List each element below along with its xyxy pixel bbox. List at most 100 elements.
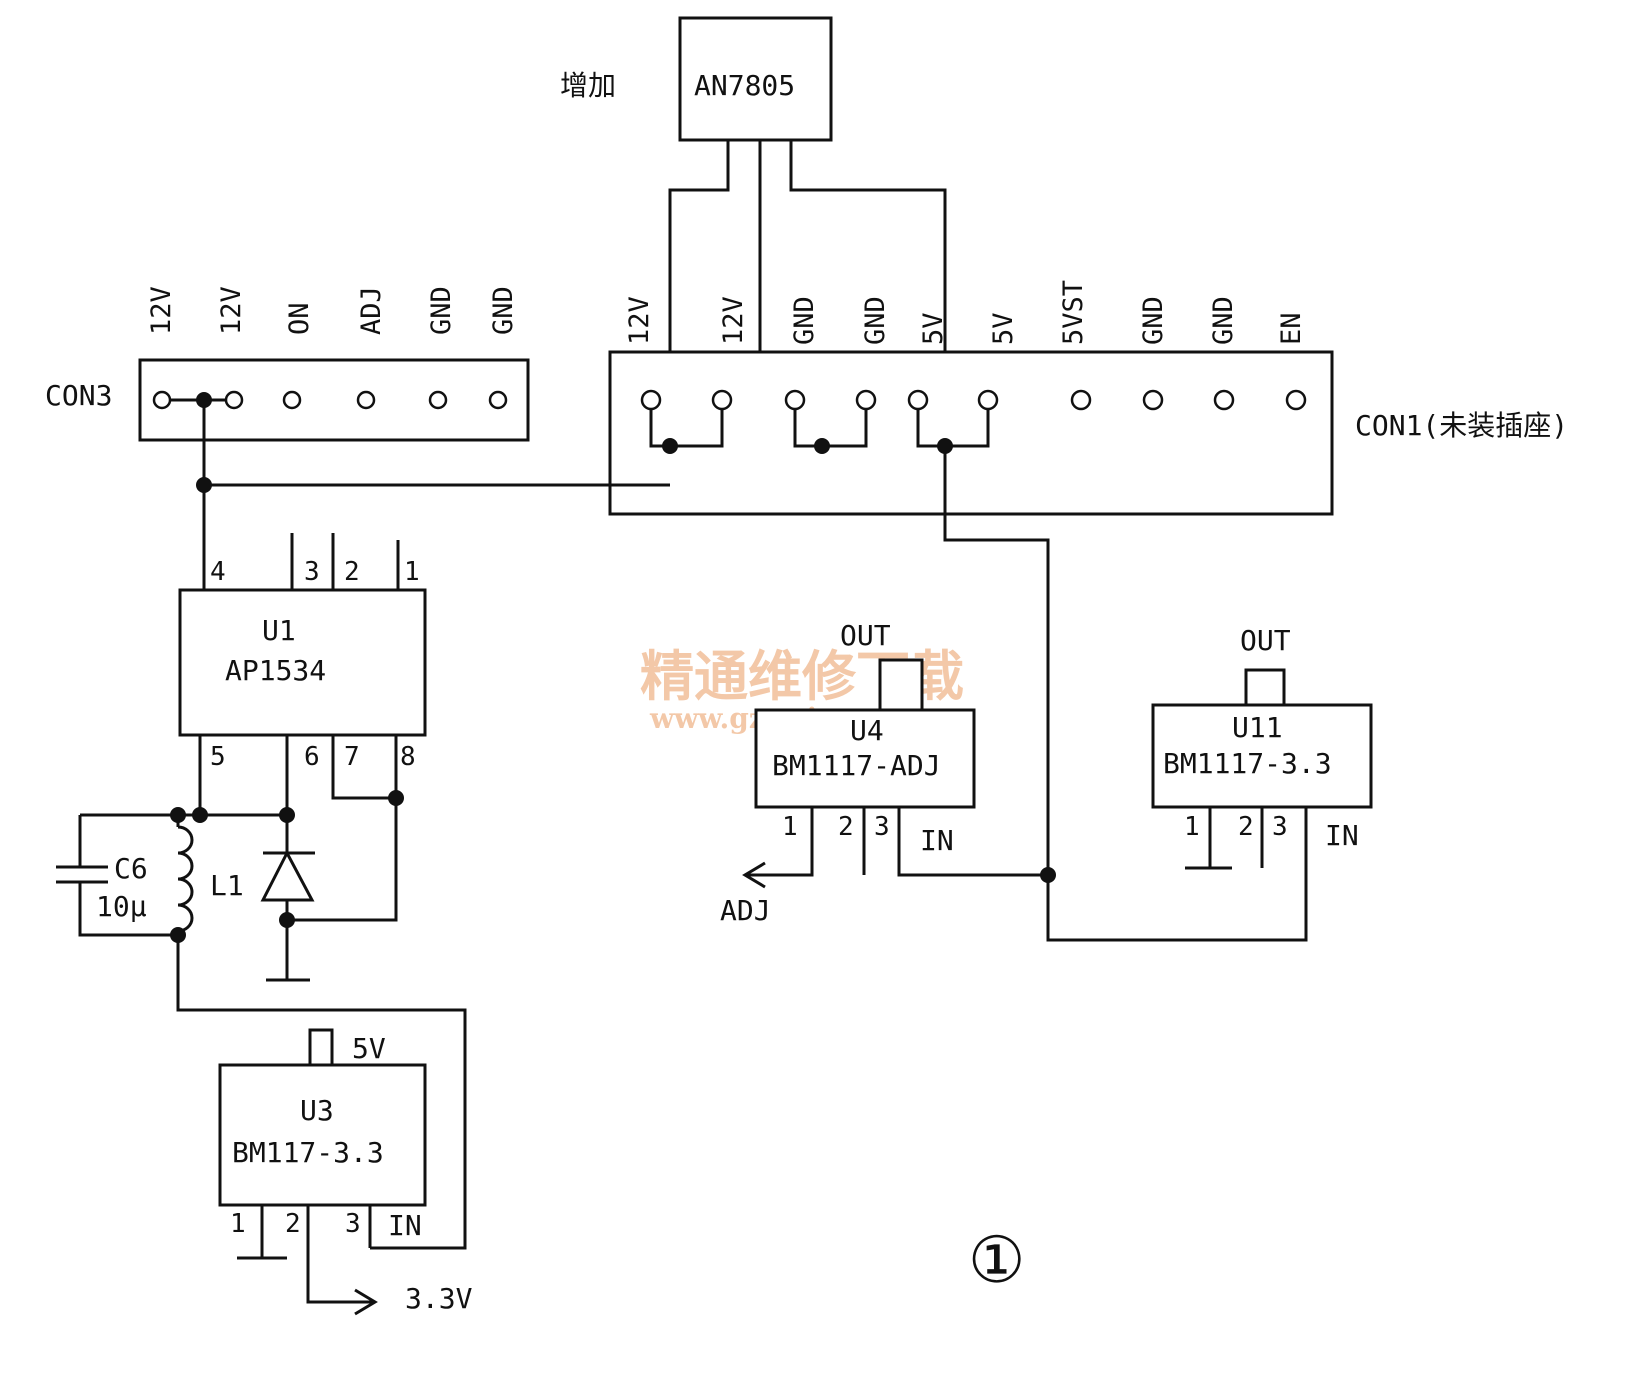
u3-output-arrow — [354, 1288, 378, 1316]
con1-pin — [977, 389, 999, 411]
con3-pin — [152, 390, 172, 410]
u1-ref: U1 — [262, 614, 296, 647]
u1-pin-label: 2 — [344, 557, 360, 587]
con3-pin-label: GND — [426, 286, 457, 335]
u3-top-label: 5V — [352, 1032, 386, 1065]
u11-pin-label: 1 — [1184, 812, 1200, 842]
u3-ref: U3 — [300, 1094, 334, 1127]
con1-junction — [814, 438, 830, 454]
c6-capacitor: C6 10μ — [56, 815, 178, 937]
switch-junction — [192, 807, 208, 823]
u11-tab — [1244, 668, 1286, 707]
con1-pin — [1285, 389, 1307, 411]
con1-pin-label: 5V — [988, 312, 1019, 345]
u3-pin-label: 3 — [345, 1209, 361, 1239]
u1-pin-label: 1 — [404, 557, 420, 587]
u11-in-wire — [1046, 807, 1308, 942]
u3-output-wire — [306, 1205, 375, 1304]
u11-pin-label: 3 — [1272, 812, 1288, 842]
u4-pin-label: 1 — [782, 812, 798, 842]
u1-body — [178, 588, 427, 737]
u1-pin-label: 5 — [210, 742, 226, 772]
u4-out-label: OUT — [840, 619, 891, 652]
u11-body — [1151, 703, 1373, 809]
con1-pin — [784, 389, 806, 411]
u4-body — [754, 708, 976, 809]
con3-pin — [224, 390, 244, 410]
u3-output-label: 3.3V — [405, 1282, 473, 1315]
u1-pin-label: 7 — [344, 742, 360, 772]
u11-pin-label: 2 — [1238, 812, 1254, 842]
u11-out-label: OUT — [1240, 624, 1291, 657]
con1-pin — [1213, 389, 1235, 411]
figure-mark: ① — [968, 1224, 1025, 1298]
u1-part: AP1534 — [225, 654, 326, 687]
con1-pin — [711, 389, 733, 411]
an7805-regulator: 增加 AN7805 — [560, 16, 833, 142]
u1-pin7-wire — [331, 735, 396, 800]
u4-tab — [878, 658, 924, 712]
con1-pin — [1070, 389, 1092, 411]
l1-coil — [177, 825, 194, 933]
con1-junction — [662, 438, 678, 454]
con3-pin-label: ON — [284, 302, 315, 335]
con1-pin-label: EN — [1276, 312, 1307, 345]
u4-in-label: IN — [920, 824, 954, 857]
con1-pin-label: GND — [789, 296, 820, 345]
con1-connector: CON1(未装插座) 12V 12V GND GND 5V 5V 5VST GN… — [608, 280, 1568, 516]
con3-pin-label: 12V — [216, 286, 247, 335]
con1-pin — [1142, 389, 1164, 411]
u11-in-label: IN — [1325, 819, 1359, 852]
con1-pin-label: 12V — [718, 296, 749, 345]
con1-12v-bridge — [649, 400, 724, 448]
con3-pin — [428, 390, 448, 410]
con3-connector: CON3 12V 12V ON ADJ GND GND — [45, 286, 530, 442]
u4-part: BM1117-ADJ — [772, 749, 941, 782]
con1-pin-label: 12V — [624, 296, 655, 345]
u4-pin-label: 2 — [838, 812, 854, 842]
u3-body — [218, 1063, 427, 1207]
u11-ref: U11 — [1232, 711, 1283, 744]
con1-pin — [855, 389, 877, 411]
diode-junction — [279, 912, 295, 928]
diode-body — [260, 849, 315, 902]
schottky-diode — [260, 815, 315, 982]
u1-pin-label: 4 — [210, 557, 226, 587]
an7805-note: 增加 — [560, 69, 616, 102]
u4-adj-wire — [745, 807, 814, 877]
an7805-input-wire — [668, 140, 730, 485]
con1-pin-label: GND — [860, 296, 891, 345]
con1-pin — [640, 389, 662, 411]
con3-label: CON3 — [45, 379, 112, 412]
u1-junction — [388, 790, 404, 806]
con1-gnd-bridge — [793, 400, 868, 448]
an7805-body — [678, 16, 833, 142]
u4-bm1117-adj: OUT U4 BM1117-ADJ 1 2 3 IN ADJ — [720, 619, 1056, 927]
c6-bottom-lead — [78, 882, 178, 937]
u3-pin-label: 2 — [285, 1209, 301, 1239]
con3-pin — [282, 390, 302, 410]
u3-pin-label: 1 — [230, 1209, 246, 1239]
an7805-output-wire — [789, 140, 947, 446]
u4-adj-arrow — [742, 861, 766, 889]
con1-pin-label: 5VST — [1058, 280, 1089, 345]
5v-bus-wire — [943, 446, 1050, 868]
u4-in-wire — [897, 807, 1048, 877]
con1-pin-label: 5V — [918, 312, 949, 345]
u4-adj-label: ADJ — [720, 894, 771, 927]
u3-bm117-3v3: 5V U3 BM117-3.3 1 2 3 IN 3.3V — [218, 1028, 473, 1316]
u1-pin-label: 8 — [400, 742, 416, 772]
u1-pin-label: 6 — [304, 742, 320, 772]
con3-pin-label: 12V — [146, 286, 177, 335]
u11-bm1117-3v3: OUT U11 BM1117-3.3 1 2 3 IN — [1151, 624, 1373, 870]
u11-part: BM1117-3.3 — [1163, 747, 1332, 780]
con1-pin — [907, 389, 929, 411]
an7805-name: AN7805 — [694, 69, 795, 102]
u1-pin-label: 3 — [304, 557, 320, 587]
u3-in-label: IN — [388, 1209, 422, 1242]
con1-label: CON1(未装插座) — [1355, 409, 1568, 442]
c6-ref: C6 — [114, 852, 148, 885]
c6-value: 10μ — [96, 890, 147, 923]
l1-output-wire — [176, 935, 467, 1250]
